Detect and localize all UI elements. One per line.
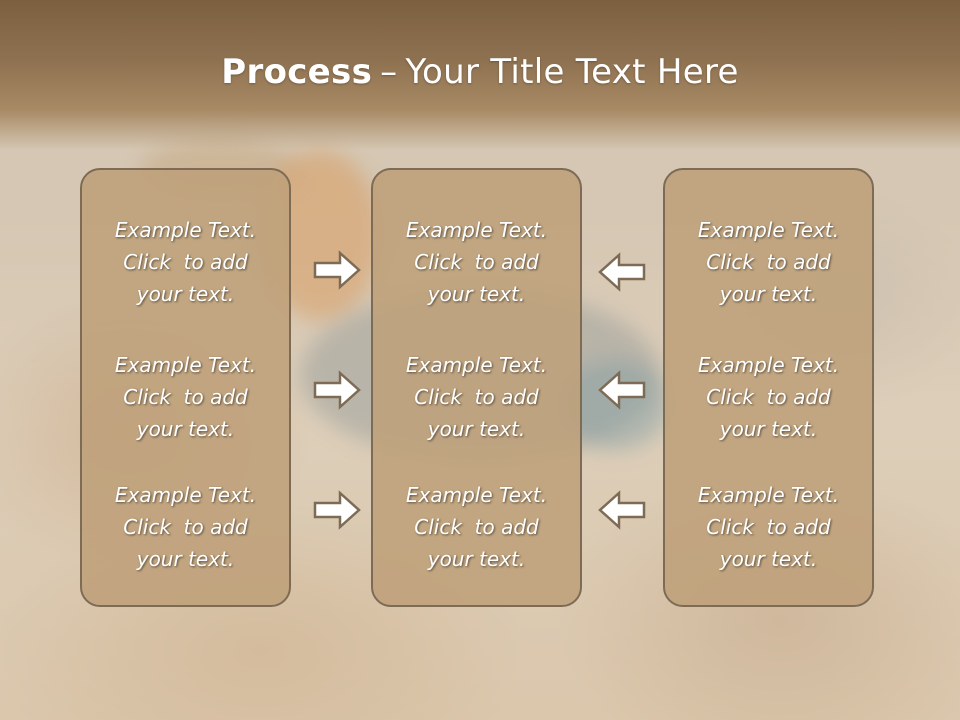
text-line: your text. bbox=[719, 547, 818, 571]
text-line: Example Text. bbox=[405, 483, 548, 507]
text-line: Click to add bbox=[706, 515, 831, 539]
text-line: Click to add bbox=[123, 250, 248, 274]
arrow-right-icon[interactable] bbox=[313, 250, 361, 290]
arrow-right-icon[interactable] bbox=[313, 370, 361, 410]
text-line: your text. bbox=[136, 547, 235, 571]
text-line: your text. bbox=[427, 417, 526, 441]
text-line: Example Text. bbox=[697, 353, 840, 377]
text-line: Example Text. bbox=[114, 483, 257, 507]
arrow-right-icon[interactable] bbox=[313, 490, 361, 530]
text-line: Example Text. bbox=[697, 218, 840, 242]
left-box[interactable]: Example Text. Click to add your text. Ex… bbox=[80, 168, 291, 607]
text-line: your text. bbox=[427, 547, 526, 571]
arrow-left-icon[interactable] bbox=[598, 490, 646, 530]
text-block[interactable]: Example Text. Click to add your text. bbox=[373, 214, 580, 310]
title-bold: Process bbox=[221, 52, 373, 92]
title-band bbox=[0, 0, 960, 150]
text-line: Click to add bbox=[414, 250, 539, 274]
text-block[interactable]: Example Text. Click to add your text. bbox=[665, 214, 872, 310]
text-line: Click to add bbox=[123, 515, 248, 539]
text-line: your text. bbox=[427, 282, 526, 306]
title-rest: Your Title Text Here bbox=[405, 52, 739, 92]
text-block[interactable]: Example Text. Click to add your text. bbox=[373, 349, 580, 445]
arrow-left-icon[interactable] bbox=[598, 370, 646, 410]
text-block[interactable]: Example Text. Click to add your text. bbox=[665, 479, 872, 575]
right-box[interactable]: Example Text. Click to add your text. Ex… bbox=[663, 168, 874, 607]
text-block[interactable]: Example Text. Click to add your text. bbox=[82, 349, 289, 445]
text-line: Example Text. bbox=[697, 483, 840, 507]
text-line: Click to add bbox=[706, 385, 831, 409]
text-line: Click to add bbox=[414, 515, 539, 539]
text-line: your text. bbox=[136, 282, 235, 306]
slide-title[interactable]: Process–Your Title Text Here bbox=[0, 52, 960, 92]
text-line: your text. bbox=[719, 417, 818, 441]
text-line: Click to add bbox=[123, 385, 248, 409]
text-line: Example Text. bbox=[114, 218, 257, 242]
text-line: Example Text. bbox=[114, 353, 257, 377]
text-block[interactable]: Example Text. Click to add your text. bbox=[82, 479, 289, 575]
text-line: Example Text. bbox=[405, 218, 548, 242]
text-block[interactable]: Example Text. Click to add your text. bbox=[82, 214, 289, 310]
text-block[interactable]: Example Text. Click to add your text. bbox=[665, 349, 872, 445]
text-block[interactable]: Example Text. Click to add your text. bbox=[373, 479, 580, 575]
text-line: your text. bbox=[719, 282, 818, 306]
text-line: Example Text. bbox=[405, 353, 548, 377]
middle-box[interactable]: Example Text. Click to add your text. Ex… bbox=[371, 168, 582, 607]
arrow-left-icon[interactable] bbox=[598, 252, 646, 292]
title-separator: – bbox=[380, 52, 398, 92]
text-line: Click to add bbox=[414, 385, 539, 409]
text-line: your text. bbox=[136, 417, 235, 441]
text-line: Click to add bbox=[706, 250, 831, 274]
